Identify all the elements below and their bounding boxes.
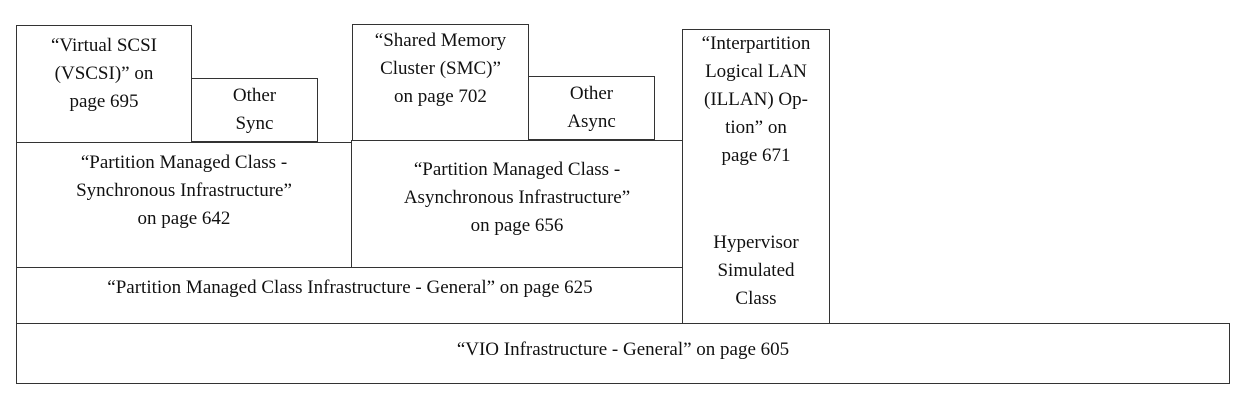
async-infrastructure-label: “Partition Managed Class - Asynchronous … — [403, 159, 631, 236]
vscsi-label: “Virtual SCSI (VSCSI)” on page 695 — [51, 35, 157, 112]
sync-infrastructure-box: “Partition Managed Class - Synchronous I… — [16, 142, 352, 268]
other-sync-box: Other Sync — [191, 78, 318, 142]
smc-label: “Shared Memory Cluster (SMC)” on page 70… — [374, 30, 507, 107]
hypervisor-simulated-class-label: Hypervisor Simulated Class — [713, 232, 799, 309]
illan-box: “Interpartition Logical LAN (ILLAN) Op- … — [682, 29, 830, 325]
sync-infrastructure-label: “Partition Managed Class - Synchronous I… — [76, 152, 292, 229]
illan-label: “Interpartition Logical LAN (ILLAN) Op- … — [701, 33, 811, 166]
smc-box: “Shared Memory Cluster (SMC)” on page 70… — [352, 24, 529, 141]
vio-infrastructure-general-box: “VIO Infrastructure - General” on page 6… — [16, 323, 1230, 384]
other-async-box: Other Async — [528, 76, 655, 140]
other-async-label: Other Async — [567, 83, 616, 132]
other-sync-label: Other Sync — [232, 85, 277, 134]
pmc-infrastructure-general-label: “Partition Managed Class Infrastructure … — [107, 277, 593, 298]
async-infrastructure-box: “Partition Managed Class - Asynchronous … — [351, 140, 683, 268]
vscsi-box: “Virtual SCSI (VSCSI)” on page 695 — [16, 25, 192, 143]
pmc-infrastructure-general-box: “Partition Managed Class Infrastructure … — [16, 267, 684, 324]
vio-infrastructure-general-label: “VIO Infrastructure - General” on page 6… — [456, 339, 790, 360]
